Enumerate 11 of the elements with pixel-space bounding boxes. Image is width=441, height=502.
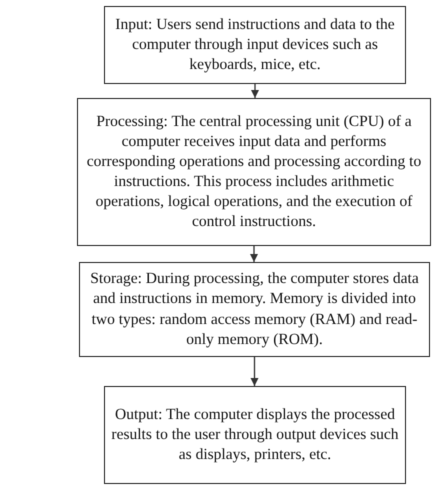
process-box bbox=[79, 262, 430, 357]
box-text: Output: The computer displays the processed results to the user through output devices such as displays, printers, etc. bbox=[110, 404, 400, 466]
arrow bbox=[251, 84, 259, 98]
arrow bbox=[250, 357, 258, 386]
box-text: Input: Users send instructions and data to the computer through input devices such as keyboards, mice, etc. bbox=[114, 14, 396, 76]
box-text: Storage: During processing, the computer stores data and instructions in memory. Memory is divided into two types: random access memory (RAM) and read-only memory (ROM). bbox=[89, 269, 420, 350]
box-text: Processing: The central processing unit (CPU) of a computer receives input data and performs corresponding operations and processing according to instructions. This process includes arithmetic operations, logical operations, and the execution of control instructions. bbox=[86, 112, 422, 232]
process-box bbox=[104, 386, 406, 484]
arrow bbox=[250, 246, 258, 262]
process-box bbox=[104, 6, 406, 84]
process-box bbox=[77, 98, 431, 246]
